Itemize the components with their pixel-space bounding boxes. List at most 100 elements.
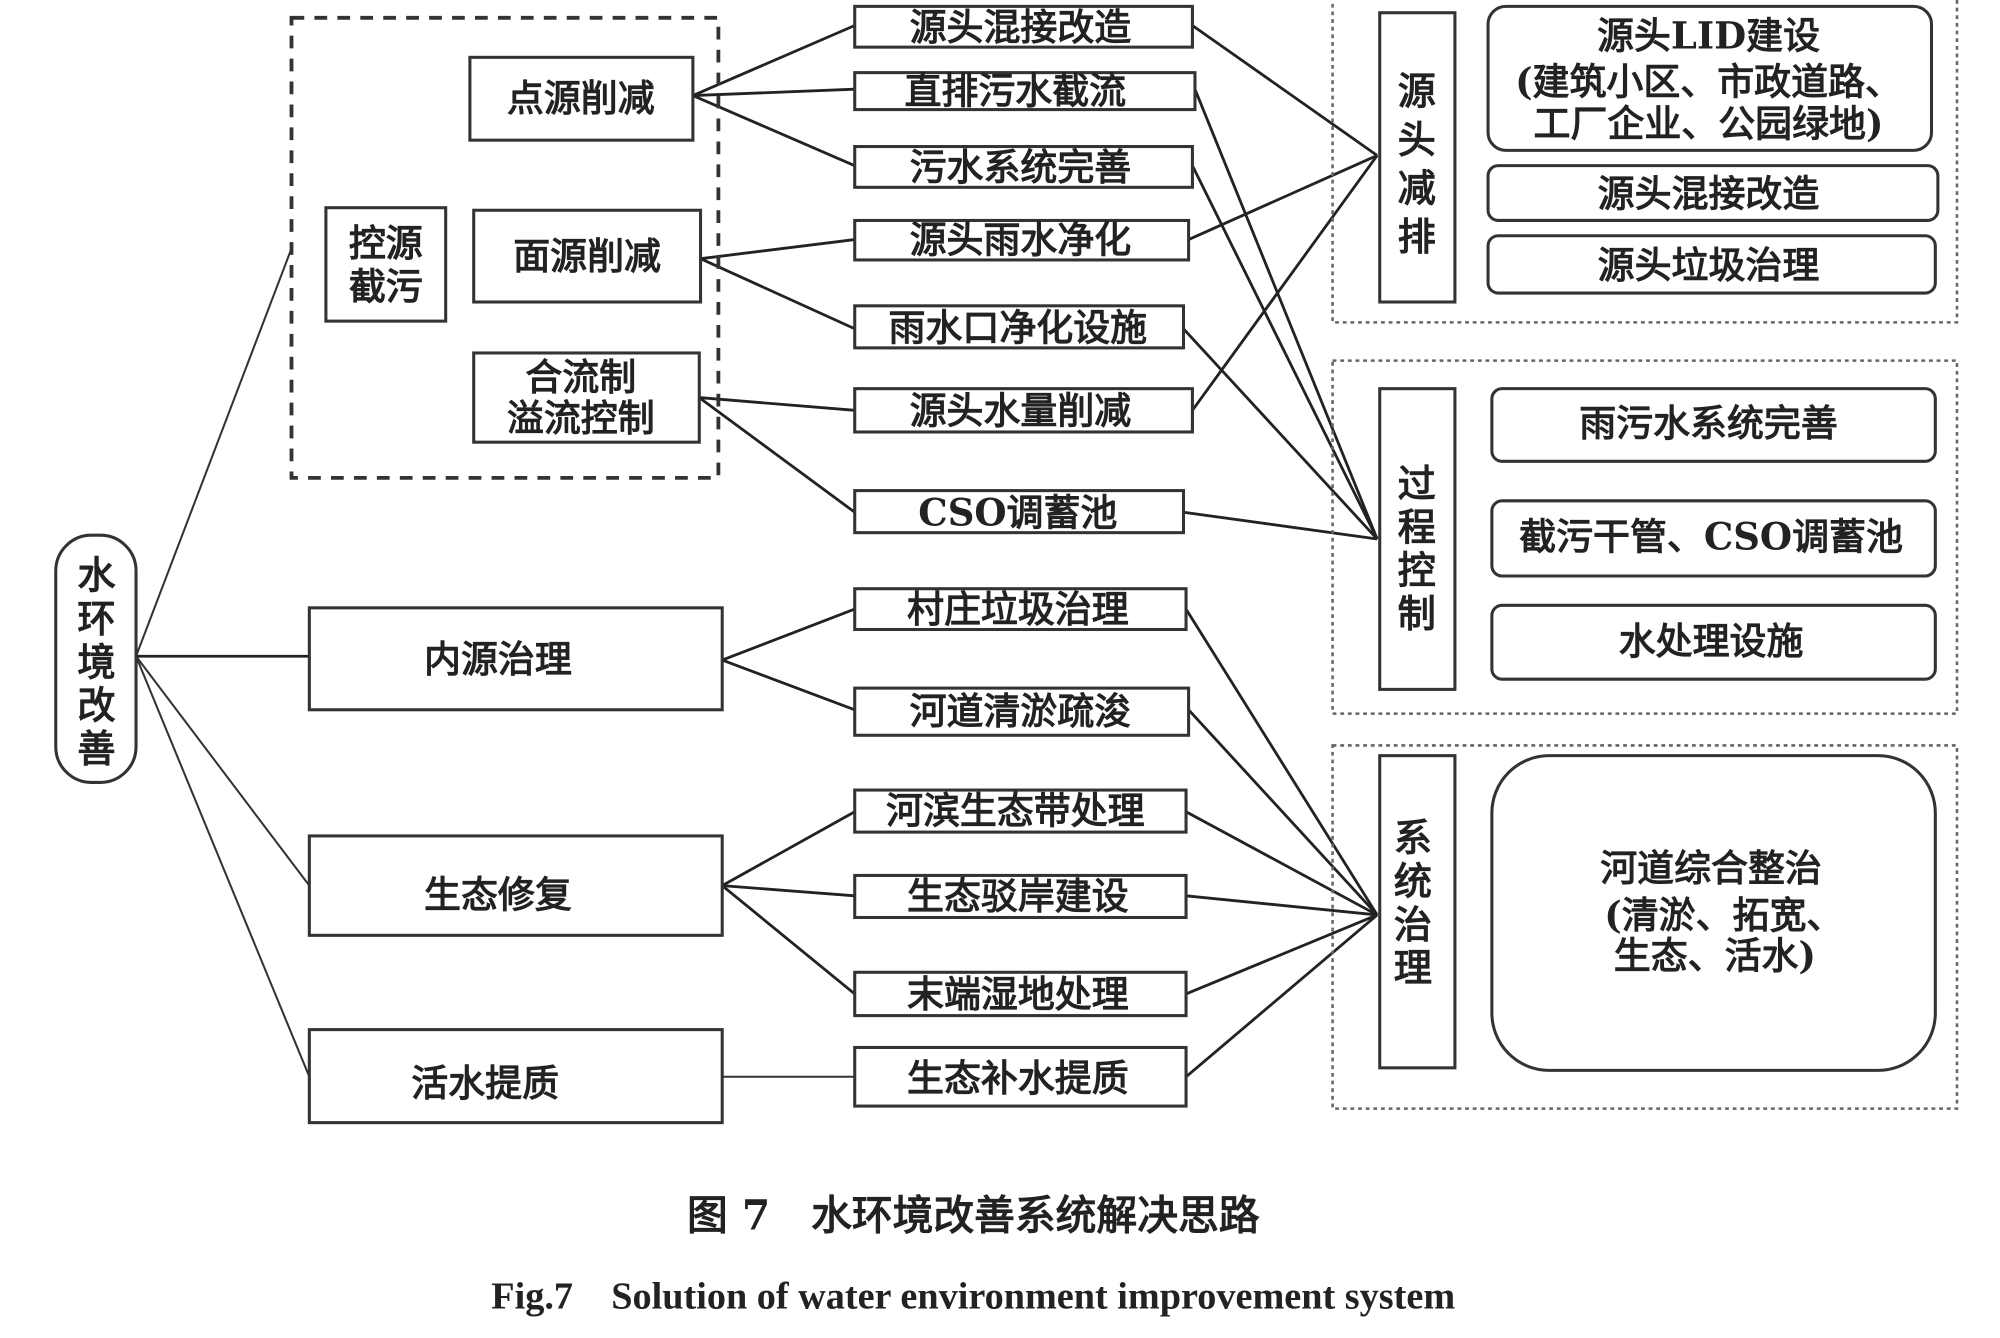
root-node: 水 环 境 改 善	[54, 533, 138, 784]
point-source-node: 点源削减	[468, 55, 695, 142]
connector	[721, 884, 856, 996]
connector	[1184, 608, 1379, 916]
node-label: 活水提质	[411, 1061, 559, 1105]
connector	[135, 655, 311, 887]
measure-label: 生态补水提质	[907, 1056, 1129, 1100]
group-title-char: 排	[1398, 215, 1436, 260]
connector	[721, 658, 856, 712]
node-label: 点源削减	[507, 76, 655, 120]
group-item-label: (建筑小区、市政道路、	[1515, 60, 1902, 104]
measure-box	[853, 788, 1188, 834]
measure-label: 村庄垃圾治理	[907, 587, 1129, 631]
water-quality-node: 活水提质	[307, 1028, 724, 1125]
group-item-label: 源头LID建设	[1597, 14, 1820, 58]
caption-english: Fig.7 Solution of water environment impr…	[491, 1276, 1455, 1318]
control-source-label-box: 控源截污	[326, 208, 446, 321]
measure-box	[853, 686, 1191, 737]
connector	[722, 884, 855, 898]
measure-label: 污水系统完善	[910, 145, 1132, 189]
internal-source-node: 内源治理	[307, 606, 724, 712]
connector	[1191, 165, 1379, 540]
measure-box	[853, 489, 1186, 535]
measure-label: 源头混接改造	[910, 5, 1132, 49]
root-char: 改	[77, 684, 116, 729]
measure-box	[853, 304, 1186, 350]
connector	[1188, 154, 1378, 241]
connector	[135, 248, 293, 657]
group-item-label: 雨污水系统完善	[1579, 401, 1838, 445]
group-title-char: 减	[1398, 166, 1436, 211]
caption-chinese: 图 7 水环境改善系统解决思路	[687, 1192, 1260, 1240]
measure-label: 源头雨水净化	[910, 218, 1132, 262]
control-source-label-wrap: 控源截污	[326, 208, 446, 321]
connector	[1185, 913, 1379, 1078]
group-source-reduction: 源 头 减 排 源头LID建设 (建筑小区、市政道路、 工厂企业、公园绿地) 源…	[1331, 0, 1959, 324]
node-label: 溢流控制	[507, 396, 655, 440]
connector	[1183, 510, 1378, 541]
root-char: 境	[77, 640, 115, 685]
measure-box	[853, 873, 1188, 920]
control-source-node: 控源截污	[324, 206, 448, 323]
group-item-label: 河道综合整治	[1600, 846, 1822, 890]
measure-box	[853, 1045, 1188, 1108]
connector	[1193, 88, 1379, 540]
connector	[692, 87, 855, 97]
connector	[721, 607, 856, 662]
measure-label: 河滨生态带处理	[886, 788, 1145, 832]
measures: 源头混接改造 直排污水截流 污水系统完善 源头雨水净化 雨水口净化设施 源头水量…	[853, 4, 1197, 1108]
connector	[698, 396, 856, 514]
connector	[1185, 810, 1378, 917]
measure-box	[853, 71, 1197, 112]
eco-restoration-node: 生态修复	[307, 834, 724, 937]
measure-label: 河道清淤疏浚	[910, 689, 1132, 733]
group-title-char: 统	[1394, 860, 1432, 905]
root-char: 环	[77, 597, 115, 642]
group-title-char: 控	[1398, 549, 1436, 594]
connector	[699, 396, 855, 412]
connector	[699, 257, 856, 331]
group-item-label: 工厂企业、公园绿地)	[1534, 102, 1884, 146]
measure-box	[853, 587, 1188, 632]
node-label: 控源截污	[348, 221, 423, 308]
group-system-governance: 系 统 治 理 河道综合整治 (清淤、拓宽、 生态、活水)	[1331, 744, 1959, 1110]
measure-box	[853, 145, 1194, 189]
cso-control-node: 合流制 溢流控制	[472, 351, 701, 444]
group-item-label: 生态、活水)	[1614, 934, 1816, 978]
connector	[1187, 708, 1379, 916]
measure-label: 雨水口净化设施	[889, 305, 1148, 349]
connector	[135, 655, 311, 1078]
node-label: 面源削减	[513, 234, 661, 278]
group-title-char: 治	[1394, 903, 1432, 948]
node-label: 合流制	[525, 355, 636, 399]
connector	[700, 238, 855, 261]
group-item-label: 源头垃圾治理	[1598, 243, 1820, 287]
group-title-char: 过	[1398, 462, 1436, 507]
connector	[721, 810, 856, 887]
root-char: 善	[77, 727, 115, 772]
connectors	[135, 24, 1379, 1078]
connector	[1182, 327, 1379, 540]
group-title-char: 程	[1398, 505, 1436, 550]
group-title-char: 源	[1398, 69, 1436, 114]
root-char: 水	[77, 554, 116, 599]
group-title-char: 系	[1394, 816, 1432, 861]
measure-label: 生态驳岸建设	[907, 874, 1129, 918]
node-label: 内源治理	[424, 637, 572, 681]
connector	[1191, 24, 1378, 157]
group-item-label: 水处理设施	[1619, 619, 1804, 663]
measure-label: 源头水量削减	[910, 388, 1132, 432]
group-title-char: 制	[1398, 592, 1436, 637]
measure-label: CSO调蓄池	[918, 490, 1117, 534]
measure-label: 末端湿地处理	[907, 972, 1129, 1016]
measure-box	[853, 218, 1191, 262]
control-source-group	[289, 15, 721, 480]
measure-box	[853, 4, 1194, 49]
measure-label: 直排污水截流	[904, 68, 1126, 112]
connector	[1185, 913, 1378, 996]
group-item-label: (清淤、拓宽、	[1604, 893, 1843, 937]
measure-box	[853, 970, 1188, 1018]
group-process-control: 过 程 控 制 雨污水系统完善 截污干管、CSO调蓄池 水处理设施	[1331, 359, 1959, 715]
group-item-label: 源头混接改造	[1598, 172, 1820, 216]
node-label: 生态修复	[424, 873, 572, 917]
